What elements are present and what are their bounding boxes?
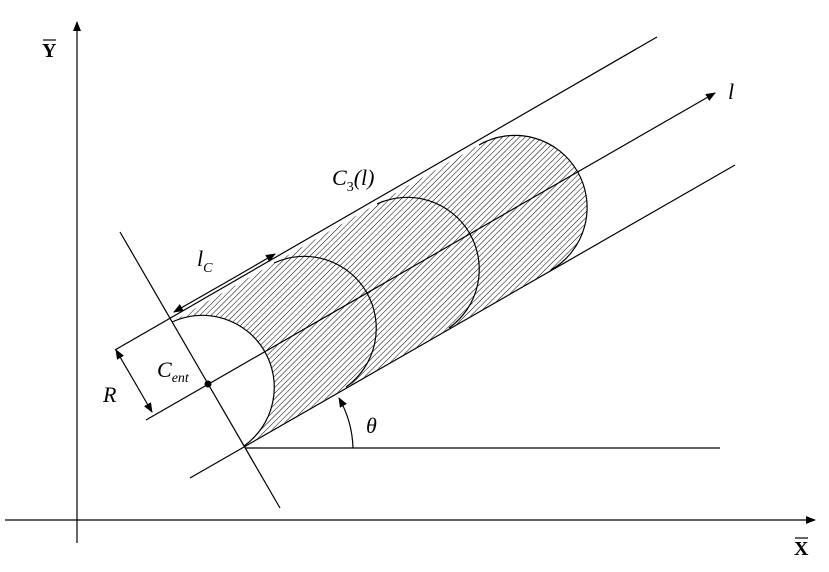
circle-3-arc (376, 196, 480, 329)
radius-dimension-arrow-back (133, 380, 153, 413)
circle-1-arc (171, 314, 275, 447)
lc-label: lC (197, 246, 213, 276)
c3-label: C3(l) (332, 165, 374, 195)
entry-perpendicular-line (119, 231, 281, 509)
lc-dimension-arrow (222, 253, 276, 285)
x-axis-label: X (794, 538, 809, 560)
center-axis-line (145, 92, 716, 421)
radius-label: R (102, 382, 117, 407)
radius-dimension-arrow (115, 349, 135, 382)
lc-dimension-arrow-back (173, 283, 224, 313)
circle-2-arc (273, 255, 377, 388)
upper-boundary-line (114, 36, 658, 351)
axis-l-label: l (728, 79, 734, 104)
theta-label: θ (366, 413, 377, 438)
circle-4-arc (478, 134, 588, 271)
entry-center-label: Cent (157, 357, 190, 386)
y-axis-label: Y (42, 40, 57, 62)
lower-boundary-line (189, 164, 736, 479)
theta-angle-arc (338, 397, 354, 449)
entry-center-point (204, 380, 212, 388)
hatched-swept-region (172, 135, 588, 446)
